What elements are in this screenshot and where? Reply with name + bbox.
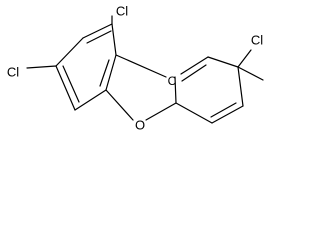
bond-left-ring-6 bbox=[55, 37, 84, 67]
structure-diagram: Cl Cl Cl O C bbox=[6, 3, 264, 133]
bond-right-ring-4 bbox=[211, 105, 244, 124]
bond-furan-2 bbox=[145, 102, 177, 121]
atom-label-cl-right: Cl bbox=[251, 32, 263, 47]
bond-furan-1 bbox=[105, 89, 134, 121]
bond-left-ring-3 bbox=[105, 54, 117, 91]
bond-cl-left bbox=[26, 65, 57, 69]
atom-label-oxygen: O bbox=[135, 117, 145, 132]
bond-left-ring-1-inner bbox=[86, 30, 112, 44]
atom-label-cl-top: Cl bbox=[116, 3, 128, 18]
bond-furan-3 bbox=[174, 76, 177, 104]
bond-right-ring-1-inner bbox=[181, 64, 207, 82]
bond-left-ring-3-inner bbox=[99, 59, 110, 87]
bond-right-ring-2 bbox=[207, 56, 239, 68]
bond-left-ring-5-inner bbox=[62, 65, 80, 103]
bond-left-ring-5 bbox=[55, 65, 76, 111]
bond-left-ring-2 bbox=[111, 23, 117, 56]
bond-left-ring-1 bbox=[82, 23, 113, 39]
bond-right-ring-1 bbox=[180, 56, 209, 75]
bond-left-ring-4 bbox=[74, 89, 107, 111]
atom-label-cl-left: Cl bbox=[7, 64, 19, 79]
bond-right-ring-4-inner bbox=[210, 102, 237, 118]
bond-cl-right bbox=[237, 49, 252, 68]
bond-furan-4 bbox=[115, 54, 167, 78]
atom-label-junction-c: C bbox=[168, 74, 177, 88]
molecule-structure: Cl Cl Cl O C bbox=[7, 3, 264, 132]
bond-right-ring-3 bbox=[237, 66, 244, 107]
bond-methyl bbox=[237, 66, 264, 81]
bond-right-ring-5 bbox=[175, 102, 213, 124]
